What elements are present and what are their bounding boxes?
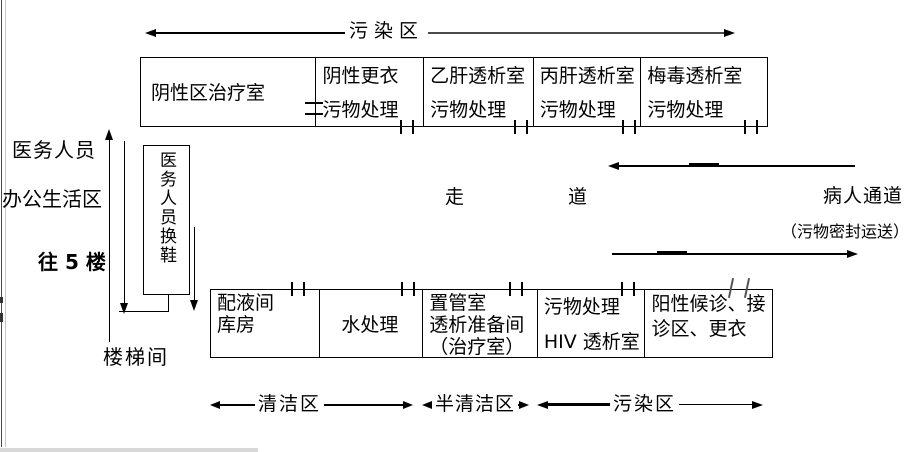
- room-label: 阳性候诊、接: [651, 293, 766, 315]
- room-label: 置管室: [429, 292, 487, 314]
- room-negative-changing: 阴性更衣 污物处理: [315, 58, 423, 126]
- door-mark: [305, 113, 323, 115]
- arrow-down-icon: [190, 300, 198, 311]
- door-mark: [526, 120, 528, 134]
- page-edge-line: [1, 0, 2, 447]
- label-stairwell: 楼梯间: [103, 345, 169, 369]
- room-solution-prep-storage: 配液间 库房: [211, 290, 319, 357]
- door-mark: [634, 120, 636, 134]
- door-mark: [514, 120, 516, 134]
- door-mark: [413, 282, 415, 296]
- door-mark: [400, 120, 402, 134]
- arrow-left-icon: [210, 401, 220, 409]
- room-negative-treatment: 阴性区治疗室: [141, 58, 315, 126]
- room-label: 乙肝透析室: [430, 65, 526, 87]
- arrow-left-icon: [608, 162, 619, 170]
- door-mark: [509, 282, 511, 296]
- room-note: 污物处理: [543, 296, 620, 318]
- door-mark: [744, 120, 746, 134]
- label-patient-channel: 病人通道: [823, 185, 904, 207]
- page-edge-line-light: [5, 0, 6, 447]
- room-label: （治疗室）: [429, 336, 525, 357]
- label-walkway: 走道: [445, 186, 692, 208]
- arrow-down-icon: [120, 303, 128, 314]
- arrow-right-icon: [519, 401, 529, 409]
- door-mark: [521, 282, 523, 296]
- zone-arrow-line: [679, 404, 753, 405]
- door-mark: [401, 282, 403, 296]
- corridor-arrow-line: [618, 165, 855, 167]
- bottom-rooms-row: 配液间 库房 水处理 置管室 透析准备间 （治疗室） 污物处理 HIV 透析室 …: [210, 289, 773, 358]
- label-medical-staff: 医务人员: [12, 138, 96, 162]
- door-mark: [621, 282, 623, 296]
- arrow-left-icon: [537, 401, 548, 409]
- staff-route-line: [168, 295, 169, 312]
- room-note: 污物处理: [430, 99, 507, 121]
- room-label: 阴性更衣: [322, 65, 399, 87]
- room-label: 阴性区治疗室: [151, 82, 266, 104]
- door-mark: [305, 102, 323, 104]
- room-staff-shoe-change: 医务人员换鞋: [143, 145, 190, 295]
- room-catheter-prep-treatment: 置管室 透析准备间 （治疗室）: [422, 290, 537, 357]
- zone-arrow-line: [428, 32, 724, 34]
- staff-route-line: [119, 311, 169, 312]
- door-mark: [412, 120, 414, 134]
- room-label: HIV 透析室: [543, 331, 640, 353]
- door-mark: [303, 282, 305, 296]
- zone-label-contaminated: 污染区: [613, 393, 677, 415]
- room-note: 污物处理: [647, 99, 724, 121]
- staff-route-line: [194, 227, 195, 301]
- arrow-left-icon: [145, 29, 156, 37]
- room-syphilis-dialysis: 梅毒透析室 污物处理: [640, 58, 767, 126]
- zone-arrow-line-thick: [547, 403, 610, 406]
- corridor-arrow-line: [612, 253, 848, 255]
- room-positive-waiting-reception: 阳性候诊、接 诊区、更衣: [644, 290, 772, 357]
- room-label: 医务人员换鞋: [156, 151, 176, 265]
- arrow-right-icon: [847, 250, 858, 258]
- contaminated-rooms-row: 阴性区治疗室 阴性更衣 污物处理 乙肝透析室 污物处理 丙肝透析室 污物处理 梅…: [140, 57, 768, 127]
- door-mark: [622, 120, 624, 134]
- room-label: 水处理: [341, 313, 399, 336]
- zone-label-semi-clean: 半清洁区: [432, 393, 519, 416]
- edge-mark: [0, 297, 3, 303]
- staff-route-line: [109, 139, 110, 342]
- zone-label-top-contaminated: 污染区: [349, 20, 425, 42]
- room-note: 污物处理: [539, 99, 616, 121]
- label-office-living-area: 办公生活区: [2, 187, 102, 211]
- room-label: 库房: [217, 314, 256, 336]
- room-label: 透析准备间: [429, 314, 525, 336]
- bottom-edge-strip: [0, 448, 258, 452]
- room-label: 丙肝透析室: [539, 65, 635, 87]
- room-water-treatment: 水处理: [318, 290, 423, 357]
- arrow-right-icon: [724, 29, 735, 37]
- zone-arrow-line: [155, 32, 345, 34]
- label-to-5th-floor: 往 5 楼: [38, 250, 106, 274]
- corridor-arrow-thick-segment: [689, 163, 719, 167]
- room-note: 污物处理: [322, 99, 399, 121]
- arrow-up-icon: [105, 129, 113, 140]
- arrow-right-icon: [403, 401, 413, 409]
- arrow-left-icon: [422, 401, 432, 409]
- label-sealed-waste-transport: （污物密封运送）: [781, 222, 910, 241]
- staff-route-line: [124, 141, 125, 305]
- door-mark: [291, 282, 293, 296]
- corridor-arrow-thick-segment: [657, 251, 687, 255]
- room-hiv-dialysis: 污物处理 HIV 透析室: [536, 290, 645, 357]
- room-hbv-dialysis: 乙肝透析室 污物处理: [423, 58, 533, 126]
- door-mark: [633, 282, 635, 296]
- room-label: 梅毒透析室: [647, 65, 743, 87]
- arrow-right-icon: [752, 401, 763, 409]
- edge-mark: [0, 313, 3, 322]
- room-label: 诊区、更衣: [651, 318, 747, 340]
- zone-label-clean: 清洁区: [255, 393, 325, 416]
- room-hcv-dialysis: 丙肝透析室 污物处理: [532, 58, 641, 126]
- room-label: 配液间: [217, 292, 275, 314]
- door-mark: [756, 120, 758, 134]
